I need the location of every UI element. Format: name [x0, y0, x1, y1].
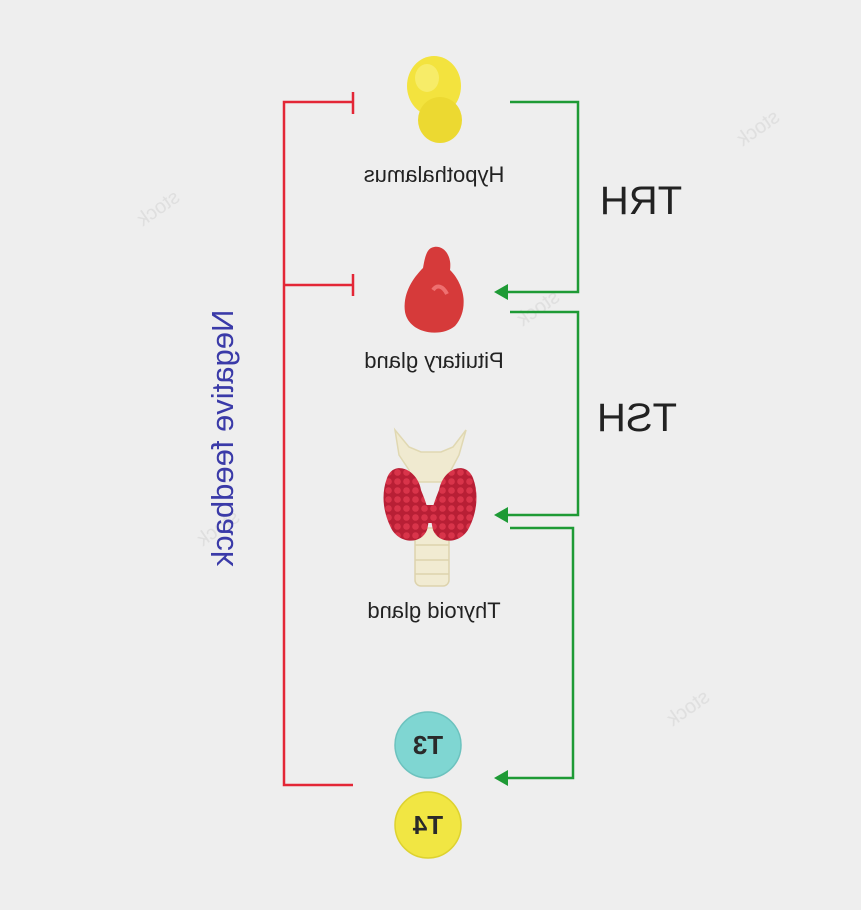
trh-pathway-arrow	[508, 100, 580, 294]
trh-arrowhead	[494, 284, 508, 300]
svg-text:stock: stock	[132, 186, 184, 231]
pituitary-icon	[404, 246, 464, 333]
hormone-release-arrow	[508, 526, 575, 780]
tsh-pathway-arrow	[508, 310, 580, 517]
t3-molecule	[394, 711, 462, 779]
t4-label: T4	[412, 810, 443, 840]
svg-text:stock: stock	[732, 106, 784, 151]
negative-feedback-label: Negative feedback	[205, 310, 240, 567]
t4-molecule	[394, 791, 462, 859]
negative-feedback-line	[282, 92, 355, 787]
tsh-label: TSH	[597, 396, 677, 440]
trh-label: TRH	[600, 179, 682, 223]
thyroid-label: Thyroid gland	[367, 598, 500, 623]
t3-label: T3	[413, 730, 443, 760]
mirrored-content: stock stock stock stock stock	[132, 56, 784, 859]
hormone-release-arrowhead	[494, 770, 508, 786]
pituitary-label: Pituitary gland	[364, 348, 503, 373]
thyroid-icon	[383, 427, 477, 587]
hypothalamus-icon	[407, 56, 462, 143]
svg-text:stock: stock	[662, 686, 714, 731]
tsh-arrowhead	[494, 507, 508, 523]
hypothalamus-label: Hypothalamus	[364, 162, 505, 187]
